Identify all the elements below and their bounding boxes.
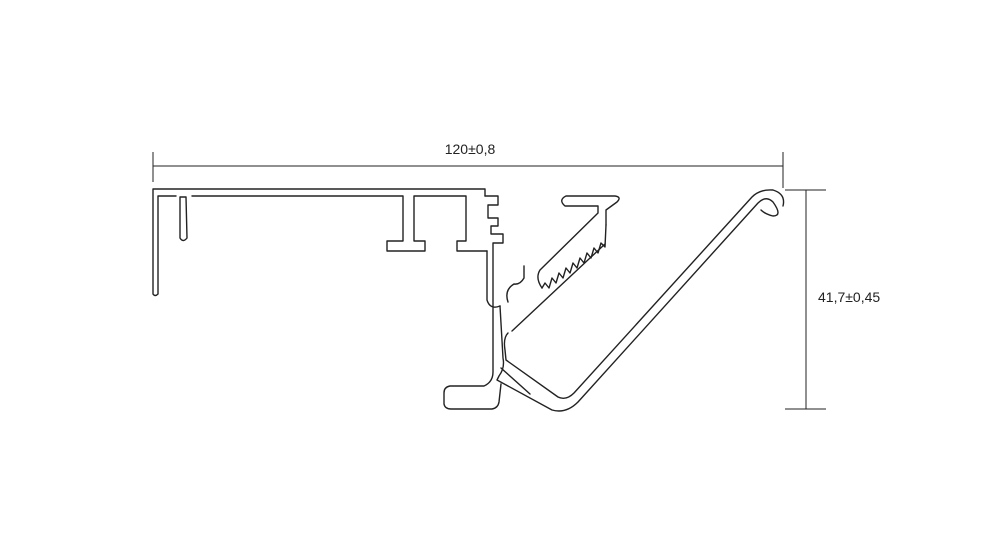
height-label: 41,7±0,45 [818,289,880,305]
height-dimension: 41,7±0,45 [785,189,880,410]
width-dimension: 120±0,8 [152,141,784,188]
channel-inner [500,243,606,395]
central-web [443,195,504,410]
flange-inner [191,195,488,252]
profile-outline [152,188,785,412]
top-flange [152,188,486,297]
serrated-arm [506,224,607,303]
width-label: 120±0,8 [445,141,496,157]
left-hook [179,196,188,242]
arm-head [537,195,620,289]
led-channel [496,189,785,412]
